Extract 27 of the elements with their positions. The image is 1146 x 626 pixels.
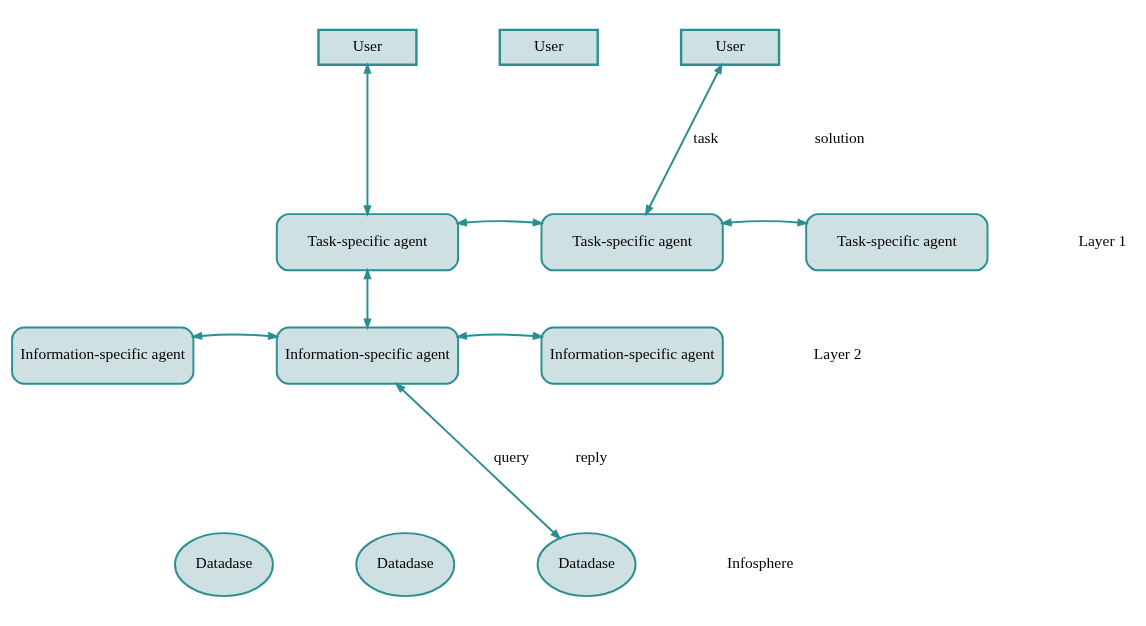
arrow [455, 331, 545, 340]
node-ellipse: Datadase [174, 532, 274, 598]
node-box: Task-specific agent [540, 213, 724, 272]
label: solution [814, 129, 865, 147]
node-box: Task-specific agent [805, 213, 989, 272]
arrow [363, 62, 372, 217]
label: Layer 1 [1078, 231, 1127, 249]
node-box: User [498, 28, 599, 66]
node-box: User [317, 28, 418, 66]
label: Layer 2 [813, 345, 862, 363]
arrow [644, 62, 723, 217]
arrow [394, 382, 562, 540]
node-box: Information-specific agent [275, 326, 460, 385]
node-box: Task-specific agent [275, 213, 460, 272]
edge-label: query [493, 448, 530, 466]
arrow [719, 218, 810, 227]
node-box: Information-specific agent [11, 326, 195, 385]
edge-label: task [693, 129, 719, 147]
node-box: Information-specific agent [540, 326, 724, 385]
node-box: User [679, 28, 781, 66]
arrow [190, 331, 280, 340]
arrow [455, 218, 545, 227]
node-ellipse: Datadase [355, 532, 456, 598]
label: Infosphere [726, 554, 794, 572]
label: reply [575, 448, 608, 466]
node-ellipse: Datadase [536, 532, 637, 598]
arrow [363, 267, 372, 331]
